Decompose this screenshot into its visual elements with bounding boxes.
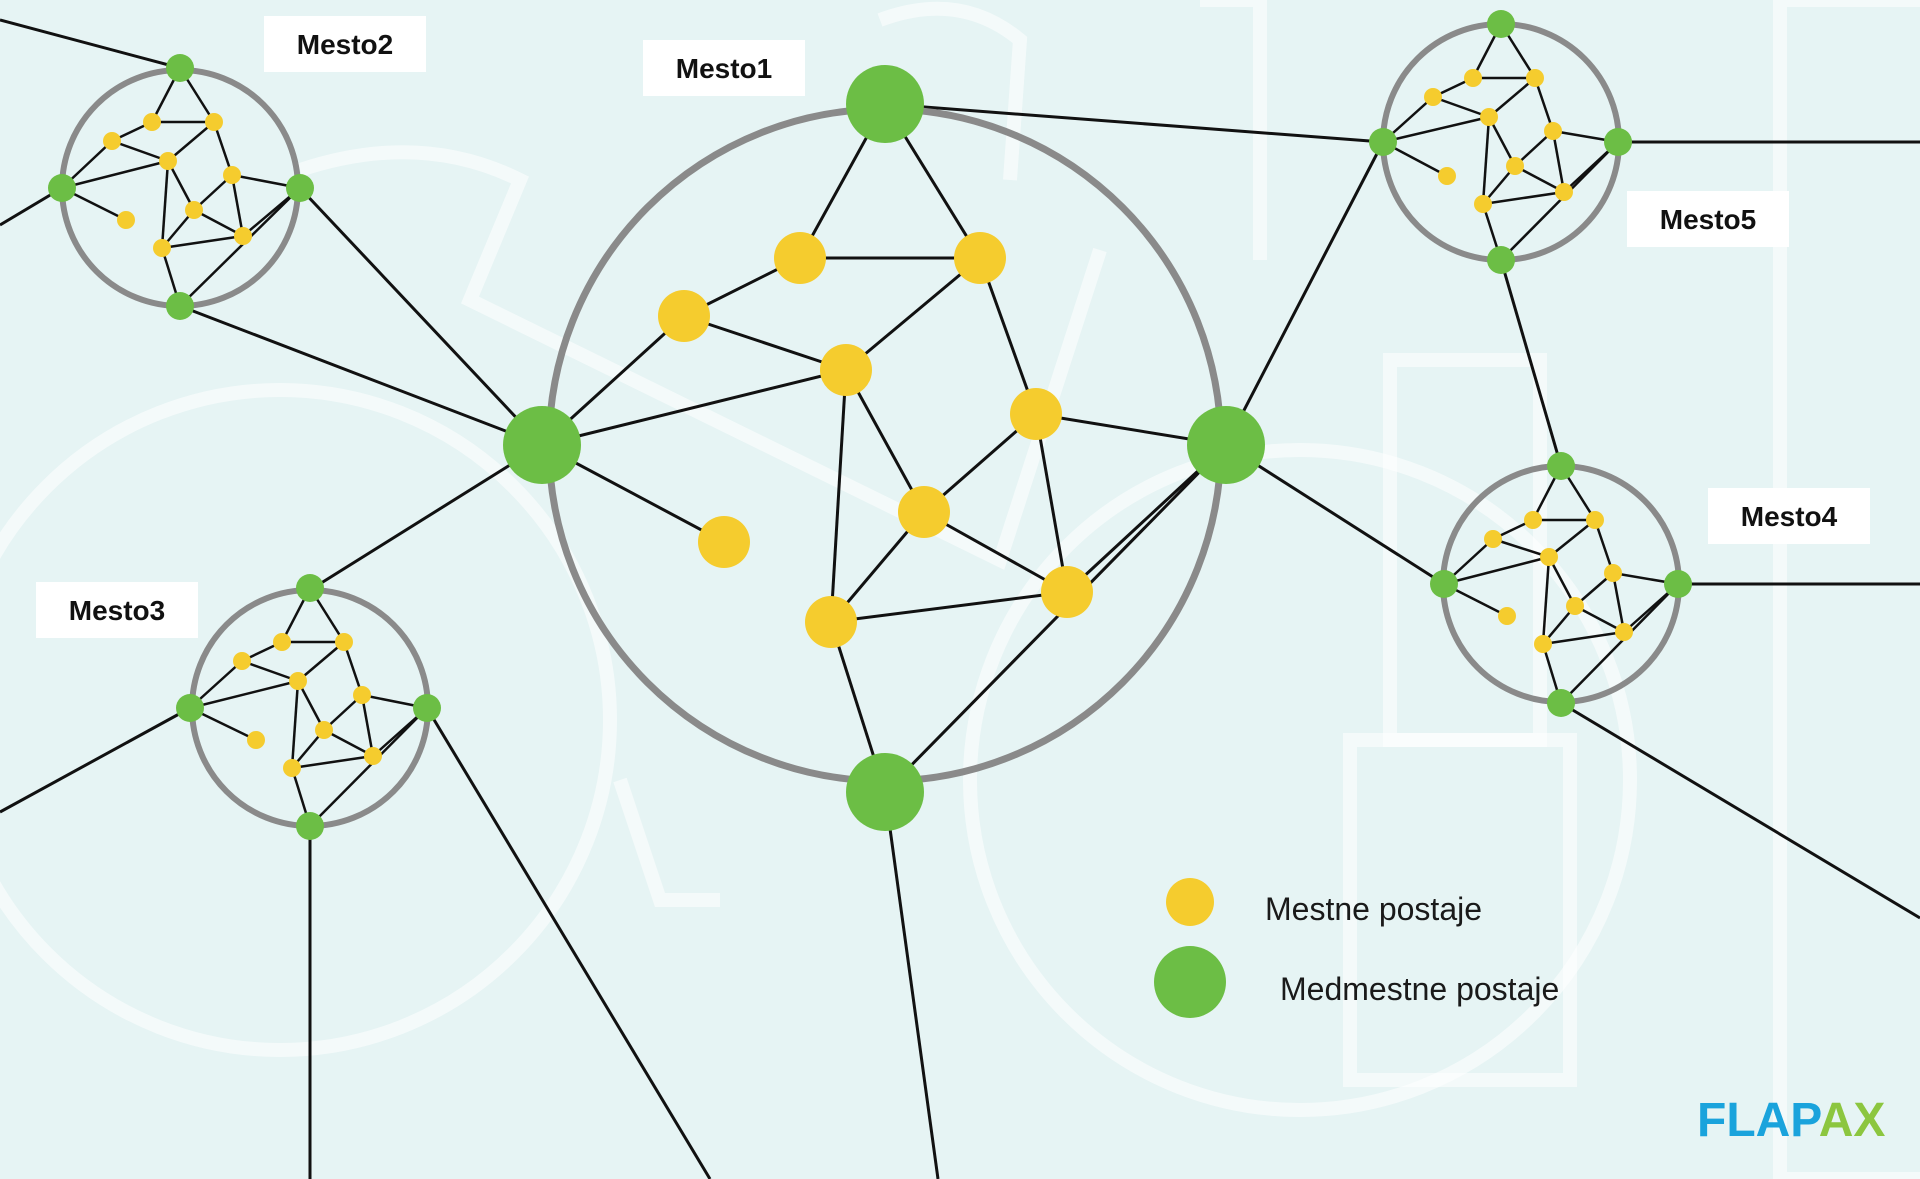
- svg-text:Mesto5: Mesto5: [1660, 204, 1756, 235]
- local-station: [315, 721, 333, 739]
- local-station: [1555, 183, 1573, 201]
- local-station: [283, 759, 301, 777]
- intercity-station: [1547, 689, 1575, 717]
- local-station: [353, 686, 371, 704]
- local-station: [698, 516, 750, 568]
- local-station: [1604, 564, 1622, 582]
- city-label-mesto5: Mesto5: [1627, 191, 1789, 247]
- local-station: [954, 232, 1006, 284]
- intercity-station: [176, 694, 204, 722]
- city-mesto2: [48, 54, 314, 320]
- local-station: [1474, 195, 1492, 213]
- svg-text:Mesto3: Mesto3: [69, 595, 165, 626]
- local-station: [774, 232, 826, 284]
- local-station: [898, 486, 950, 538]
- intercity-station: [286, 174, 314, 202]
- local-station: [805, 596, 857, 648]
- local-station: [159, 152, 177, 170]
- city-ring: [59, 67, 301, 309]
- local-station: [364, 747, 382, 765]
- local-station: [1526, 69, 1544, 87]
- local-station: [234, 227, 252, 245]
- legend-local-marker: [1166, 878, 1214, 926]
- city-ring: [545, 105, 1225, 785]
- legend-intercity-label: Medmestne postaje: [1280, 971, 1559, 1007]
- local-station: [143, 113, 161, 131]
- intercity-station: [166, 292, 194, 320]
- svg-text:Mesto4: Mesto4: [1741, 501, 1838, 532]
- intercity-edges: [0, 18, 1920, 1179]
- local-station: [223, 166, 241, 184]
- local-station: [1524, 511, 1542, 529]
- local-station: [1540, 548, 1558, 566]
- intercity-station: [1547, 452, 1575, 480]
- local-station: [1566, 597, 1584, 615]
- local-station: [273, 633, 291, 651]
- intercity-station: [846, 65, 924, 143]
- city-ring: [189, 587, 431, 829]
- local-station: [1438, 167, 1456, 185]
- intercity-station: [166, 54, 194, 82]
- intercity-station: [296, 574, 324, 602]
- local-station: [1534, 635, 1552, 653]
- local-station: [153, 239, 171, 257]
- legend-local-label: Mestne postaje: [1265, 891, 1482, 927]
- local-station: [247, 731, 265, 749]
- local-station: [117, 211, 135, 229]
- city-label-mesto4: Mesto4: [1708, 488, 1870, 544]
- intercity-station: [1487, 246, 1515, 274]
- intercity-station: [846, 753, 924, 831]
- intercity-station: [1487, 10, 1515, 38]
- city-mesto3: [176, 574, 441, 840]
- local-station: [1041, 566, 1093, 618]
- intercity-station: [1430, 570, 1458, 598]
- city-label-mesto2: Mesto2: [264, 16, 426, 72]
- intercity-station: [296, 812, 324, 840]
- city-label-mesto3: Mesto3: [36, 582, 198, 638]
- local-station: [103, 132, 121, 150]
- intercity-station: [1604, 128, 1632, 156]
- flapax-logo: FLAPAX: [1697, 1094, 1885, 1147]
- svg-text:Mesto1: Mesto1: [676, 53, 772, 84]
- local-station: [205, 113, 223, 131]
- local-station: [820, 344, 872, 396]
- svg-text:Mesto2: Mesto2: [297, 29, 393, 60]
- local-station: [1506, 157, 1524, 175]
- local-station: [1498, 607, 1516, 625]
- intercity-station: [503, 406, 581, 484]
- local-station: [1424, 88, 1442, 106]
- local-station: [658, 290, 710, 342]
- local-station: [335, 633, 353, 651]
- local-station: [1480, 108, 1498, 126]
- city-label-mesto1: Mesto1: [643, 40, 805, 96]
- intercity-station: [1187, 406, 1265, 484]
- intercity-station: [1664, 570, 1692, 598]
- local-station: [185, 201, 203, 219]
- local-station: [1464, 69, 1482, 87]
- local-station: [1586, 511, 1604, 529]
- local-station: [1484, 530, 1502, 548]
- local-station: [1615, 623, 1633, 641]
- intercity-station: [1369, 128, 1397, 156]
- legend-intercity-marker: [1154, 946, 1226, 1018]
- city-mesto1: [503, 65, 1265, 831]
- local-station: [1544, 122, 1562, 140]
- city-mesto5: [1369, 10, 1632, 274]
- local-station: [1010, 388, 1062, 440]
- city-mesto4: [1430, 452, 1692, 717]
- local-station: [233, 652, 251, 670]
- legend: Mestne postaje Medmestne postaje: [1154, 878, 1559, 1018]
- local-station: [289, 672, 307, 690]
- intercity-station: [413, 694, 441, 722]
- intercity-station: [48, 174, 76, 202]
